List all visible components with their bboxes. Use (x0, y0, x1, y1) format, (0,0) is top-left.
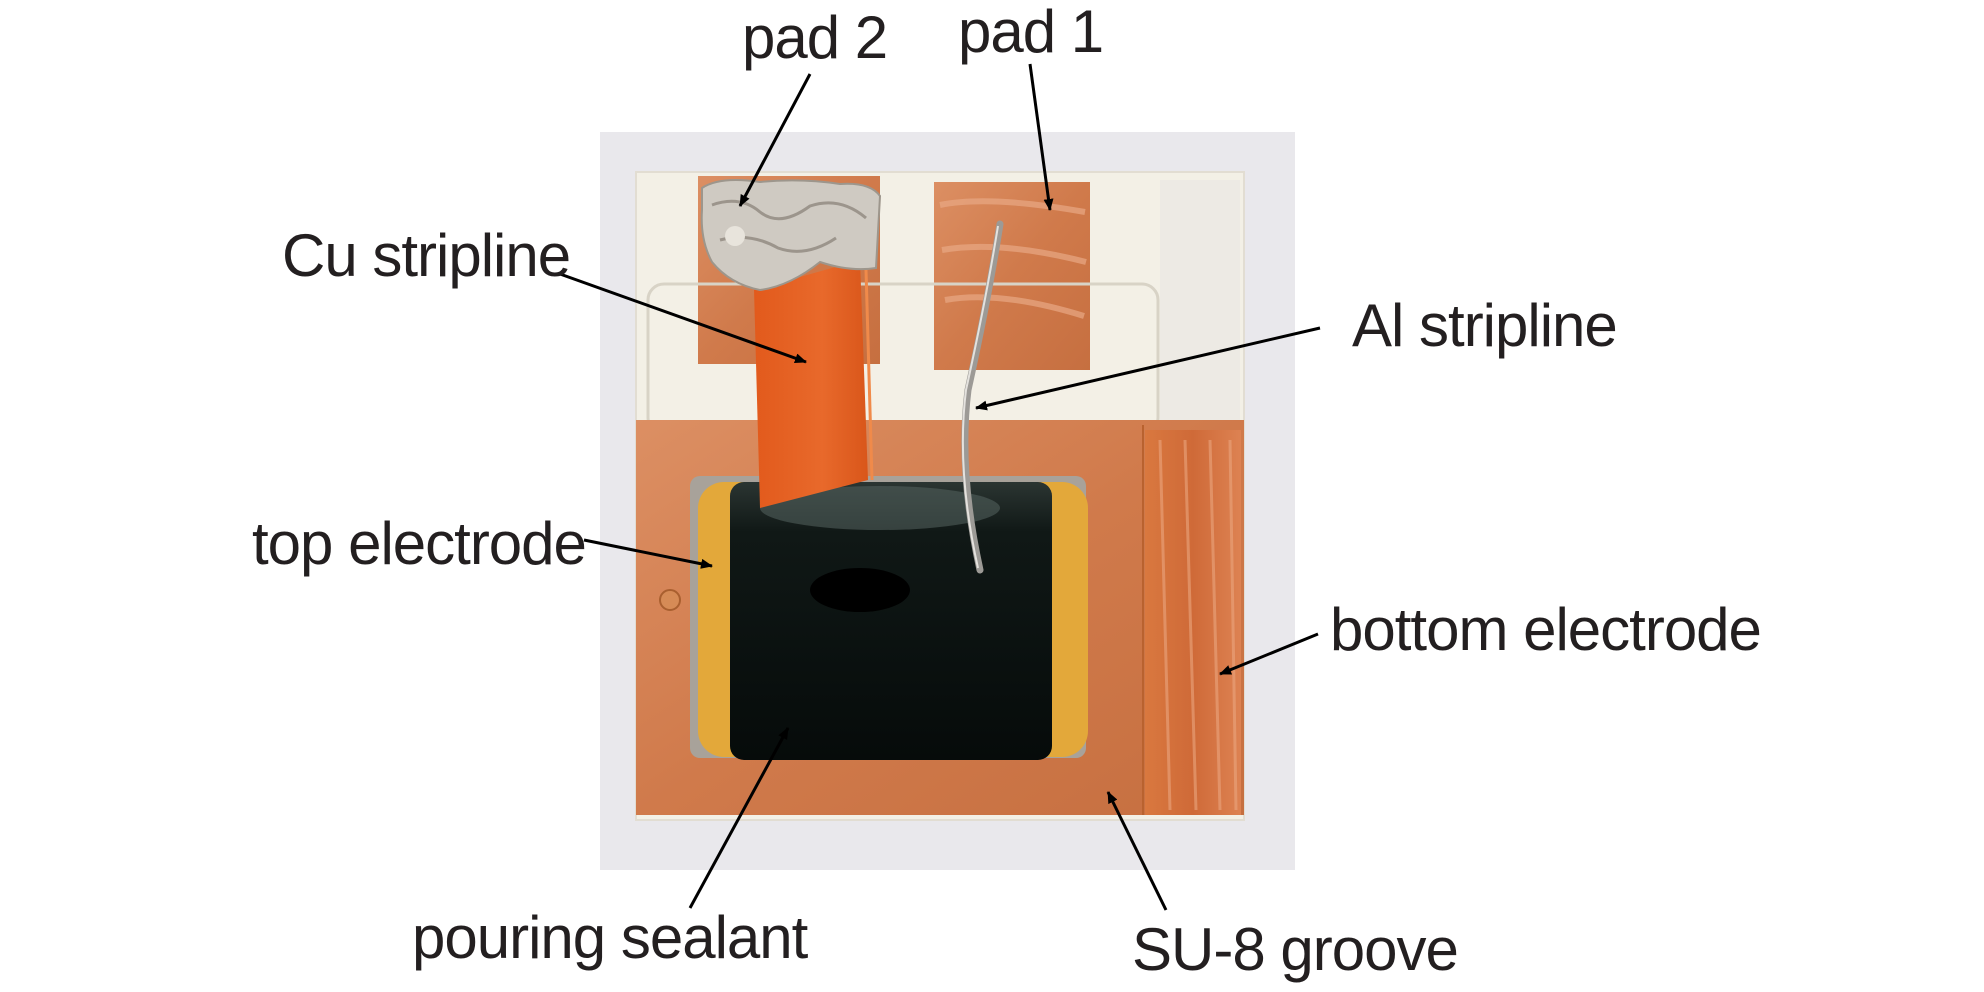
al-stripline-wire (961, 220, 1004, 574)
al-stripline-arrow (975, 326, 1321, 411)
su8-groove-arrow (1106, 791, 1168, 911)
cu-stripline (754, 260, 868, 508)
top-electrode-arrow (583, 538, 713, 569)
cu-stripline-arrow (559, 272, 807, 364)
label-top-electrode: top electrode (252, 510, 586, 577)
annotation-arrows (559, 63, 1321, 911)
pad-2-solder-spot (725, 226, 745, 246)
annotation-labels: pad 2 pad 1 Cu stripline Al stripline to… (252, 0, 1762, 983)
pad-2-solder (700, 179, 882, 292)
left-bead (659, 589, 681, 611)
label-pouring-sealant: pouring sealant (412, 904, 809, 971)
label-pad-2: pad 2 (742, 4, 887, 71)
pad-1-streaks (939, 198, 1087, 319)
label-su8-groove: SU-8 groove (1132, 916, 1458, 983)
device-photo (600, 132, 1295, 870)
al-stripline-highlight (961, 225, 999, 569)
sealant-reflection (810, 568, 910, 612)
bottom-electrode-arrow (1219, 632, 1319, 676)
pad1-arrow (1028, 63, 1054, 211)
substrate-shading (1160, 180, 1240, 430)
pouring-sealant (730, 482, 1052, 760)
sealant-arrow (688, 727, 790, 909)
label-cu-stripline: Cu stripline (282, 222, 570, 289)
label-pad-1: pad 1 (958, 0, 1103, 65)
pad-1-copper (934, 182, 1090, 370)
label-bottom-electrode: bottom electrode (1330, 596, 1761, 663)
pad2-arrow (738, 73, 812, 207)
cu-stripline-edge (864, 269, 874, 481)
sealant-highlight (760, 486, 1000, 530)
label-al-stripline: Al stripline (1352, 292, 1617, 359)
bottom-electrode-streaks (1158, 439, 1238, 811)
